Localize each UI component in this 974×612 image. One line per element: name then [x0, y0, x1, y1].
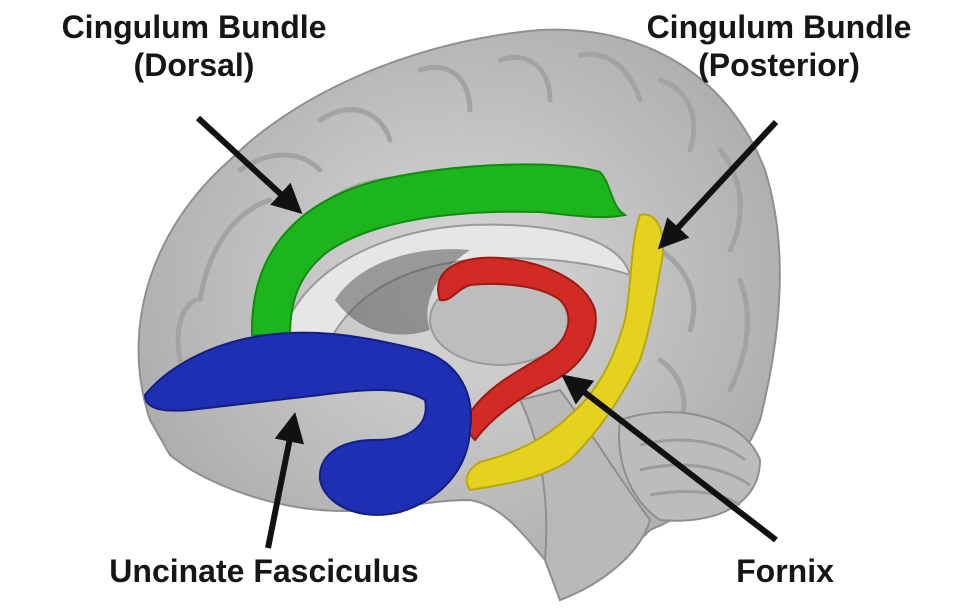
label-cingulum-posterior-line2: (Posterior): [604, 46, 954, 84]
label-uncinate-fasciculus: Uncinate Fasciculus: [60, 552, 468, 590]
label-cingulum-dorsal-line1: Cingulum Bundle: [16, 8, 372, 46]
label-cingulum-dorsal-line2: (Dorsal): [16, 46, 372, 84]
label-cingulum-posterior-line1: Cingulum Bundle: [604, 8, 954, 46]
label-cingulum-dorsal: Cingulum Bundle (Dorsal): [16, 8, 372, 84]
label-fornix: Fornix: [700, 552, 870, 590]
label-cingulum-posterior: Cingulum Bundle (Posterior): [604, 8, 954, 84]
